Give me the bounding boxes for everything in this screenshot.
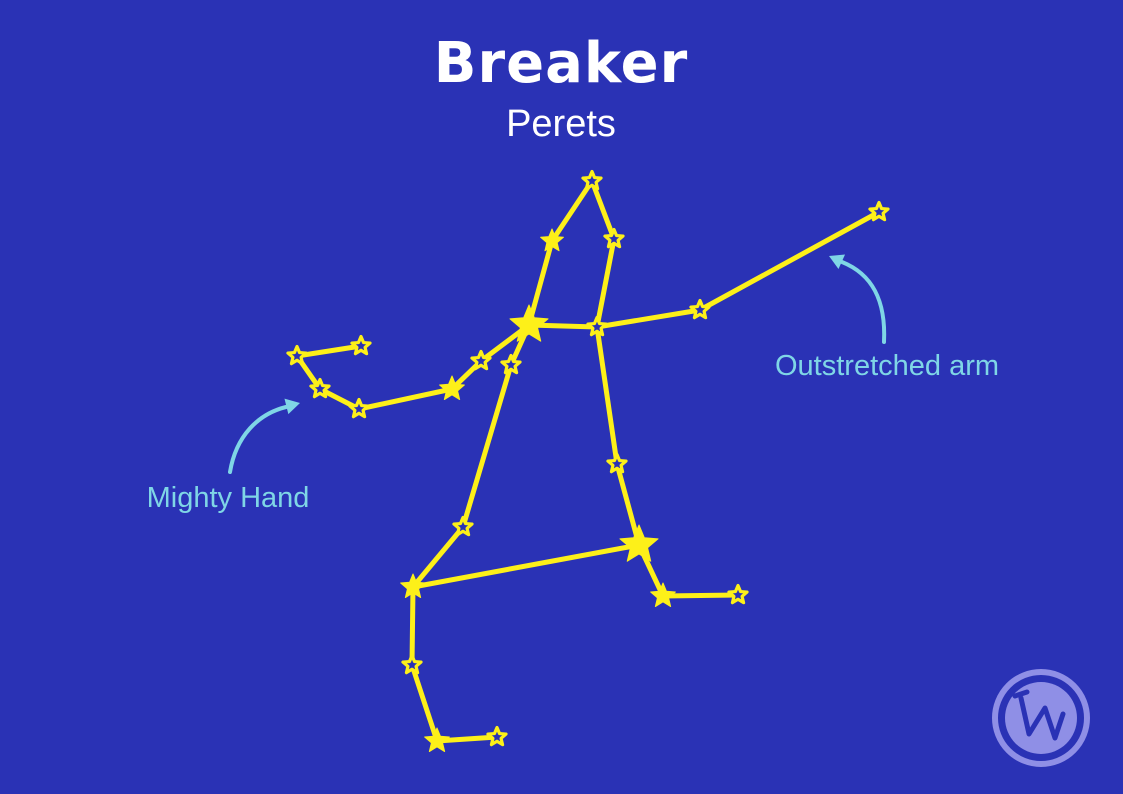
hollow-star-icon-22	[486, 725, 508, 747]
constellation-line-9	[356, 386, 455, 412]
brand-logo-icon	[992, 669, 1090, 767]
constellation-line-2	[526, 238, 555, 328]
hollow-star-icon-6	[868, 200, 890, 222]
constellation-line-3	[594, 236, 617, 330]
filled-star-icon-15	[619, 524, 659, 562]
constellation-stars	[286, 169, 890, 753]
diagram-title: Breaker	[434, 31, 688, 96]
filled-star-icon-9	[439, 375, 465, 401]
hollow-star-icon-5	[689, 298, 711, 320]
outstretched-arm-arrow-line	[840, 260, 887, 344]
hollow-star-icon-17	[727, 583, 749, 605]
constellation-line-5	[594, 307, 703, 330]
hollow-star-icon-20	[401, 653, 423, 675]
mighty-hand-arrowhead-icon	[284, 398, 300, 415]
constellation-line-22	[660, 592, 741, 599]
constellation-line-0	[549, 178, 595, 244]
filled-star-icon-19	[400, 573, 426, 599]
constellation-line-15	[410, 524, 466, 590]
filled-star-icon-21	[424, 727, 450, 753]
hollow-star-icon-13	[350, 334, 372, 356]
constellation-line-19	[594, 324, 620, 467]
hollow-star-icon-11	[309, 377, 331, 399]
annotation-mighty-hand: Mighty Hand	[147, 482, 310, 514]
constellation-line-1	[589, 178, 617, 242]
diagram-subtitle: Perets	[506, 103, 616, 145]
filled-star-icon-3	[509, 304, 549, 342]
constellation-line-6	[697, 209, 882, 313]
constellation-line-14	[460, 362, 514, 530]
constellation-line-16	[409, 584, 416, 668]
outstretched-arm-arrowhead-icon	[829, 254, 846, 270]
constellation-line-20	[614, 461, 642, 548]
hollow-star-icon-18	[452, 515, 474, 537]
constellation-line-18	[434, 734, 500, 744]
hollow-star-icon-0	[581, 169, 603, 191]
hollow-star-icon-14	[606, 452, 628, 474]
hollow-star-icon-10	[348, 397, 370, 419]
constellation-line-17	[409, 662, 440, 744]
constellation-line-12	[294, 343, 364, 359]
annotation-outstretched-arm: Outstretched arm	[775, 350, 999, 382]
filled-star-icon-1	[540, 228, 564, 252]
hollow-star-icon-7	[470, 349, 492, 371]
hollow-star-icon-8	[500, 353, 522, 375]
annotation-arrows	[228, 254, 887, 474]
hollow-star-icon-4	[586, 315, 608, 337]
constellation-lines	[294, 178, 882, 744]
constellation-line-23	[410, 542, 642, 590]
filled-star-icon-16	[650, 582, 676, 608]
hollow-star-icon-2	[603, 227, 625, 249]
hollow-star-icon-12	[286, 344, 308, 366]
mighty-hand-arrow-line	[228, 405, 288, 474]
